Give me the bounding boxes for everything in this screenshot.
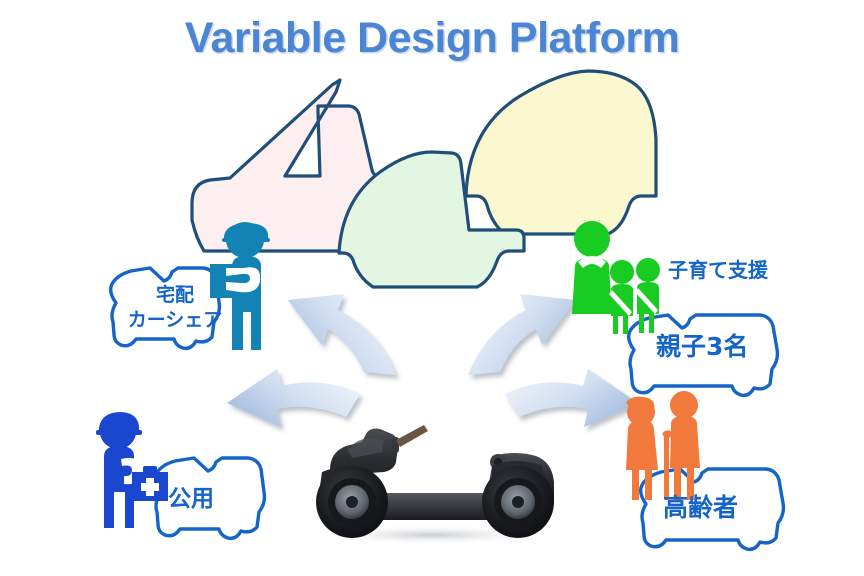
use-case-childcare[interactable] bbox=[572, 221, 780, 398]
arrow-to-delivery bbox=[288, 294, 396, 375]
use-case-delivery-carshare[interactable] bbox=[108, 222, 270, 351]
use-case-elderly[interactable] bbox=[626, 391, 786, 552]
skateboard-chassis bbox=[312, 425, 554, 545]
parent-and-children-icon bbox=[572, 221, 660, 334]
label-elderly: 高齢者 bbox=[663, 493, 739, 522]
arrow-to-childcare bbox=[468, 294, 576, 375]
arrow-to-public bbox=[227, 369, 360, 427]
arrow-to-elderly bbox=[505, 369, 638, 427]
label-public-use: 公用 bbox=[168, 486, 214, 512]
body-shape-wagon bbox=[337, 150, 526, 289]
body-shape-dome bbox=[464, 69, 658, 236]
public-officer-icon bbox=[96, 412, 142, 528]
page-title: Variable Design Platform bbox=[184, 14, 680, 62]
delivery-person-icon bbox=[210, 222, 270, 350]
label-childcare-support: 子育て支援 bbox=[668, 258, 768, 282]
label-delivery-carshare: 宅配 カーシェア bbox=[120, 283, 230, 333]
first-aid-kit-icon bbox=[132, 466, 168, 501]
label-delivery-line1: 宅配 bbox=[155, 284, 194, 306]
elderly-couple-icon bbox=[626, 391, 700, 500]
label-delivery-line2: カーシェア bbox=[127, 309, 223, 331]
use-case-public[interactable] bbox=[96, 412, 267, 541]
label-parent-3-people: 親子3名 bbox=[656, 332, 749, 361]
